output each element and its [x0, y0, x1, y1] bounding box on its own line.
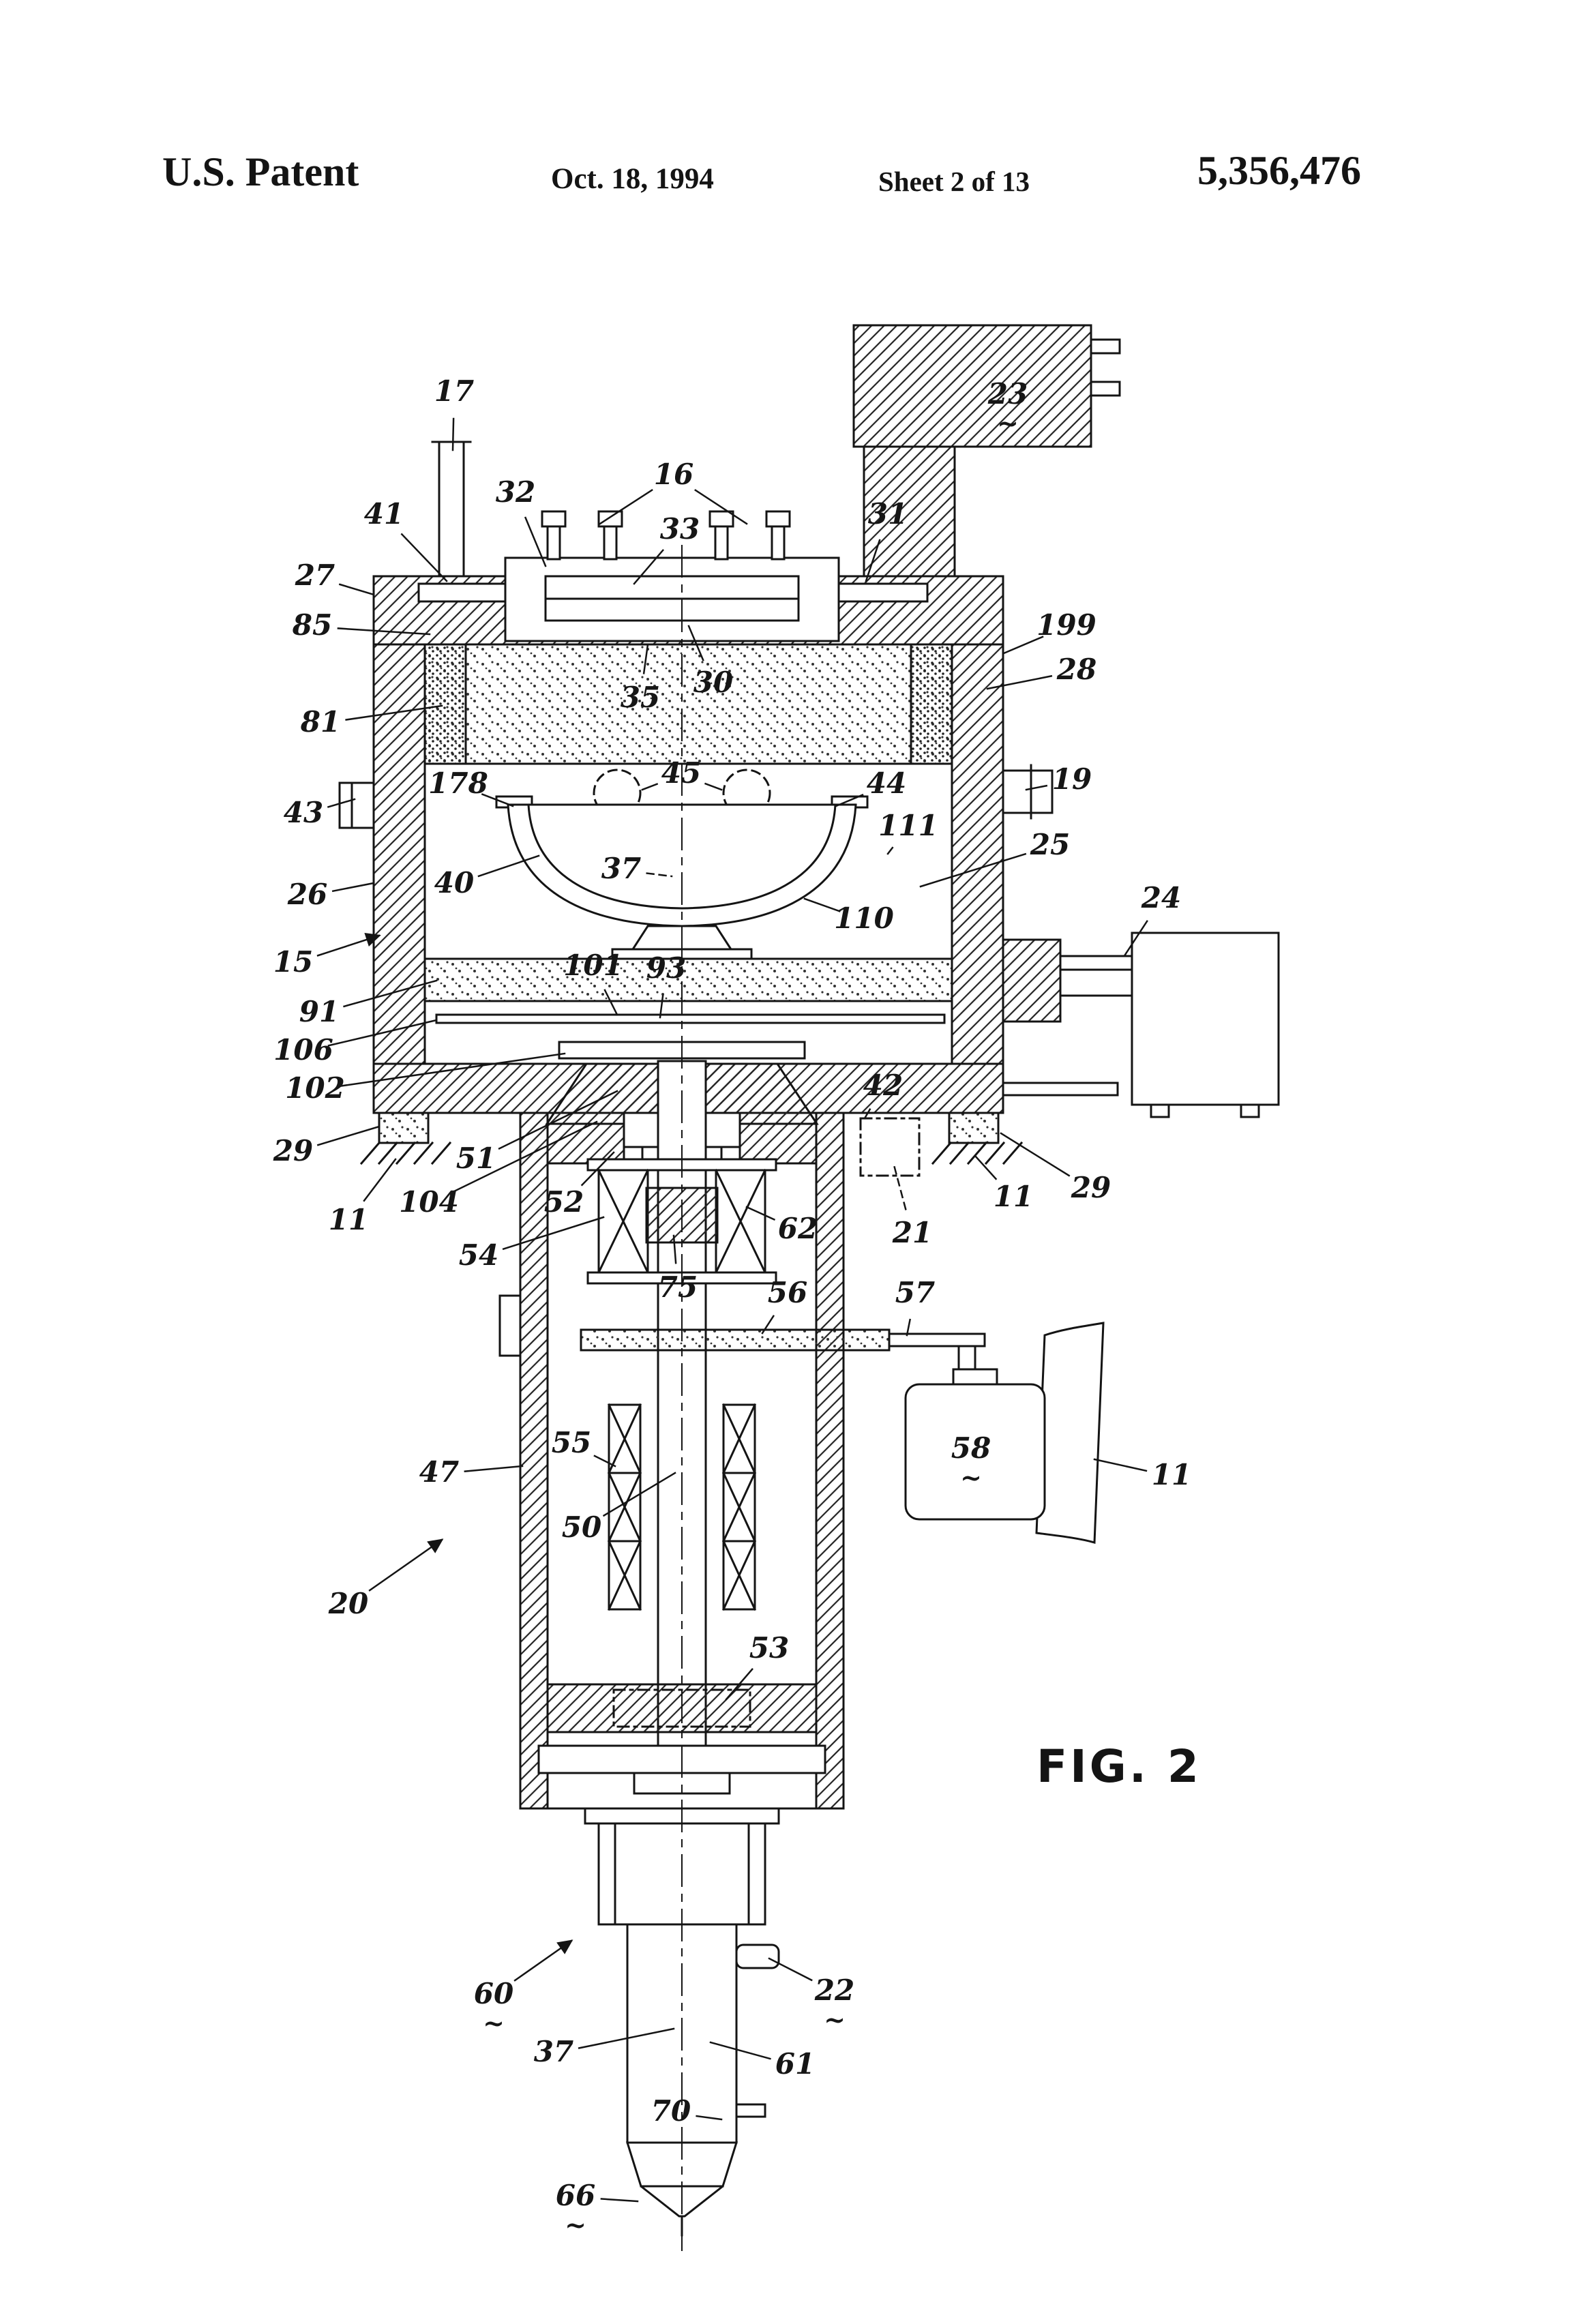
patent-number: 5,356,476: [1197, 148, 1361, 193]
patent-title: U.S. Patent: [162, 149, 359, 194]
patent-date: Oct. 18, 1994: [551, 163, 714, 195]
figure-caption: FIG. 2: [1036, 1740, 1202, 1793]
sheet-indicator: Sheet 2 of 13: [878, 166, 1030, 197]
